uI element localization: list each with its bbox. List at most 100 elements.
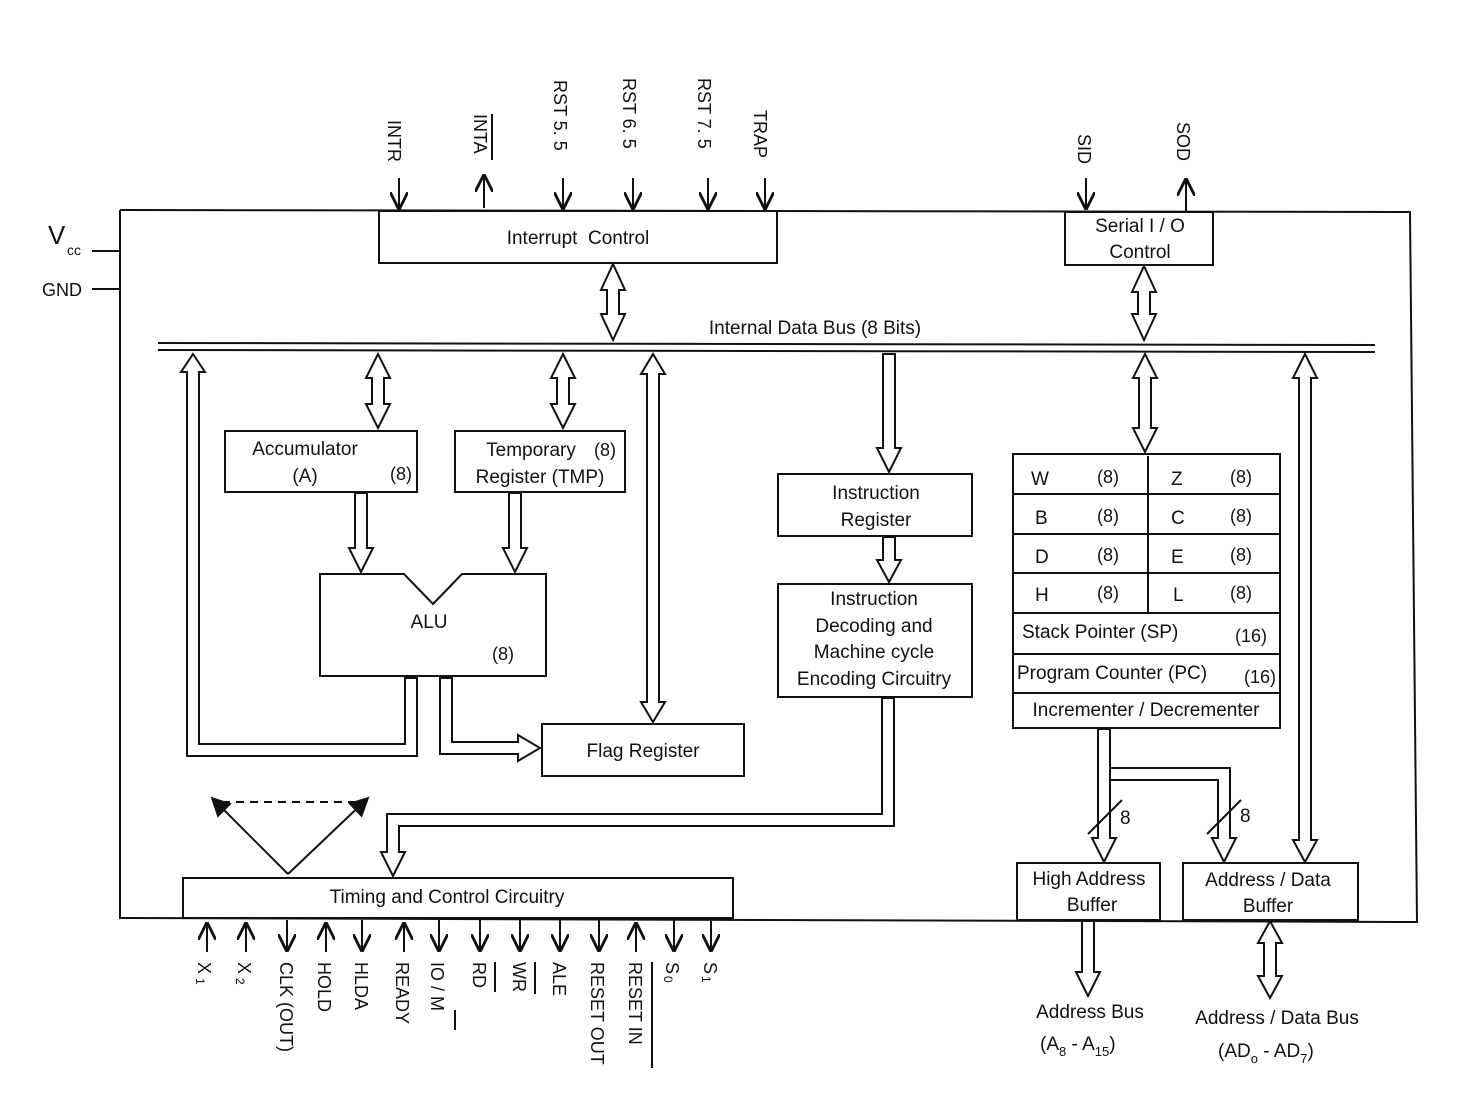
pin-ale: ALE	[549, 962, 569, 996]
alu-block	[319, 573, 547, 677]
address-bus-range: (A8 - A15)	[1040, 1034, 1116, 1059]
internal-data-bus: Internal Data Bus (8 Bits)	[157, 318, 1376, 353]
instruction-decoder-block	[777, 583, 973, 698]
pin-inta: INTA	[470, 114, 490, 154]
decode-line3: Machine cycle	[814, 642, 934, 663]
decode-line4: Encoding Circuitry	[797, 669, 952, 690]
bus-width-low: 8	[1240, 806, 1251, 827]
power-pins: V cc GND	[42, 220, 120, 300]
address-bus-label: Address Bus	[1036, 1002, 1144, 1023]
pin-sid: SID	[1074, 134, 1094, 164]
vcc-label: V	[48, 220, 66, 250]
high-addr-line1: High Address	[1032, 869, 1145, 890]
reg-h-bits: (8)	[1097, 583, 1119, 603]
pin-s0: S	[662, 962, 682, 974]
serial-io-line1: Serial I / O	[1095, 216, 1185, 237]
pin-s1: S	[700, 962, 720, 974]
data-bus-range: (ADo - AD7)	[1218, 1041, 1314, 1066]
pin-x1: X	[194, 962, 214, 974]
pin-s0-sub: 0	[661, 976, 675, 983]
bus-width-high: 8	[1120, 808, 1131, 829]
reg-z-bits: (8)	[1230, 467, 1252, 487]
reg-w-bits: (8)	[1097, 467, 1119, 487]
address-data-buffer-block	[1182, 862, 1359, 921]
addr-data-line2: Buffer	[1243, 896, 1294, 917]
reg-z: Z	[1171, 469, 1183, 490]
data-bus-label: Address / Data Bus	[1195, 1008, 1359, 1029]
gnd-label: GND	[42, 280, 82, 300]
decode-line2: Decoding and	[815, 616, 932, 637]
reg-d: D	[1035, 547, 1049, 568]
temp-bits: (8)	[594, 440, 616, 460]
bottom-pin-arrows	[207, 920, 711, 952]
top-pins: INTR INTA RST 5. 5 RST 6. 5 RST 7. 5 TRA…	[384, 78, 1193, 212]
alu-label: ALU	[411, 612, 448, 633]
pin-rst65: RST 6. 5	[619, 78, 639, 149]
ir-line2: Register	[841, 510, 912, 531]
ir-line1: Instruction	[832, 483, 920, 504]
high-addr-line2: Buffer	[1067, 895, 1118, 916]
pin-s1-sub: 1	[699, 976, 713, 983]
interrupt-control-label: Interrupt Control	[507, 228, 650, 249]
pin-clk: CLK (OUT)	[276, 962, 296, 1052]
pin-rst75: RST 7. 5	[694, 78, 714, 149]
pin-x2-sub: 2	[233, 978, 247, 985]
stack-pointer-label: Stack Pointer (SP)	[1022, 622, 1178, 643]
serial-io-line2: Control	[1109, 242, 1170, 263]
reg-d-bits: (8)	[1097, 545, 1119, 565]
bus-width-marks: 8 8	[1087, 799, 1251, 835]
pin-x2: X	[234, 962, 254, 974]
chip-outline	[119, 209, 1419, 924]
pin-wr: WR	[509, 962, 529, 992]
stack-pointer-bits: (16)	[1235, 626, 1267, 646]
temp-register-block	[454, 430, 626, 493]
pin-hlda: HLDA	[351, 962, 371, 1010]
reg-b-bits: (8)	[1097, 506, 1119, 526]
pin-intr: INTR	[384, 120, 404, 162]
program-counter-bits: (16)	[1244, 667, 1276, 687]
serial-io-block	[1064, 211, 1214, 266]
output-bus-labels: Address Bus (A8 - A15) Address / Data Bu…	[1036, 1002, 1359, 1066]
decode-line1: Instruction	[830, 589, 918, 610]
accumulator-line2: (A)	[292, 466, 317, 487]
accumulator-line1: Accumulator	[252, 439, 358, 460]
reg-l: L	[1173, 585, 1184, 606]
bottom-pin-labels: X 1 X 2 CLK (OUT) HOLD HLDA READY IO / M…	[193, 962, 720, 1068]
temp-line1: Temporary	[486, 440, 576, 461]
reg-b: B	[1035, 508, 1048, 529]
pin-reset-in: RESET IN	[625, 962, 645, 1045]
interrupt-control-block	[378, 210, 778, 264]
pin-iom: IO / M	[427, 962, 447, 1011]
incdec-label: Incrementer / Decrementer	[1032, 700, 1260, 721]
pin-x1-sub: 1	[193, 978, 207, 985]
reg-h: H	[1035, 585, 1049, 606]
reg-c: C	[1171, 508, 1185, 529]
program-counter-label: Program Counter (PC)	[1017, 663, 1207, 684]
control-triangle	[210, 796, 370, 875]
high-address-buffer-block	[1016, 862, 1161, 921]
accumulator-block	[224, 430, 418, 493]
pin-reset-out: RESET OUT	[587, 962, 607, 1065]
instruction-register-block	[777, 473, 973, 537]
timing-control-block	[182, 877, 734, 919]
accumulator-bits: (8)	[390, 464, 412, 484]
pin-trap: TRAP	[750, 110, 770, 158]
reg-c-bits: (8)	[1230, 506, 1252, 526]
flag-register-label: Flag Register	[587, 741, 701, 762]
alu-bits: (8)	[492, 644, 514, 664]
timing-control-label: Timing and Control Circuitry	[330, 887, 565, 908]
reg-w: W	[1031, 469, 1049, 490]
addr-data-line1: Address / Data	[1205, 870, 1331, 891]
reg-e: E	[1171, 547, 1184, 568]
reg-l-bits: (8)	[1230, 583, 1252, 603]
reg-e-bits: (8)	[1230, 545, 1252, 565]
pin-ready: READY	[392, 962, 412, 1024]
pin-rd: RD	[469, 962, 489, 988]
register-array: W (8) Z (8) B (8) C (8) D (8) E (8) H (8…	[1012, 453, 1281, 729]
internal-bus-label: Internal Data Bus (8 Bits)	[709, 318, 921, 339]
flag-register-block	[541, 723, 745, 777]
pin-rst55: RST 5. 5	[550, 80, 570, 151]
vcc-sub: cc	[67, 242, 81, 258]
pin-hold: HOLD	[314, 962, 334, 1012]
pin-sod: SOD	[1173, 122, 1193, 161]
